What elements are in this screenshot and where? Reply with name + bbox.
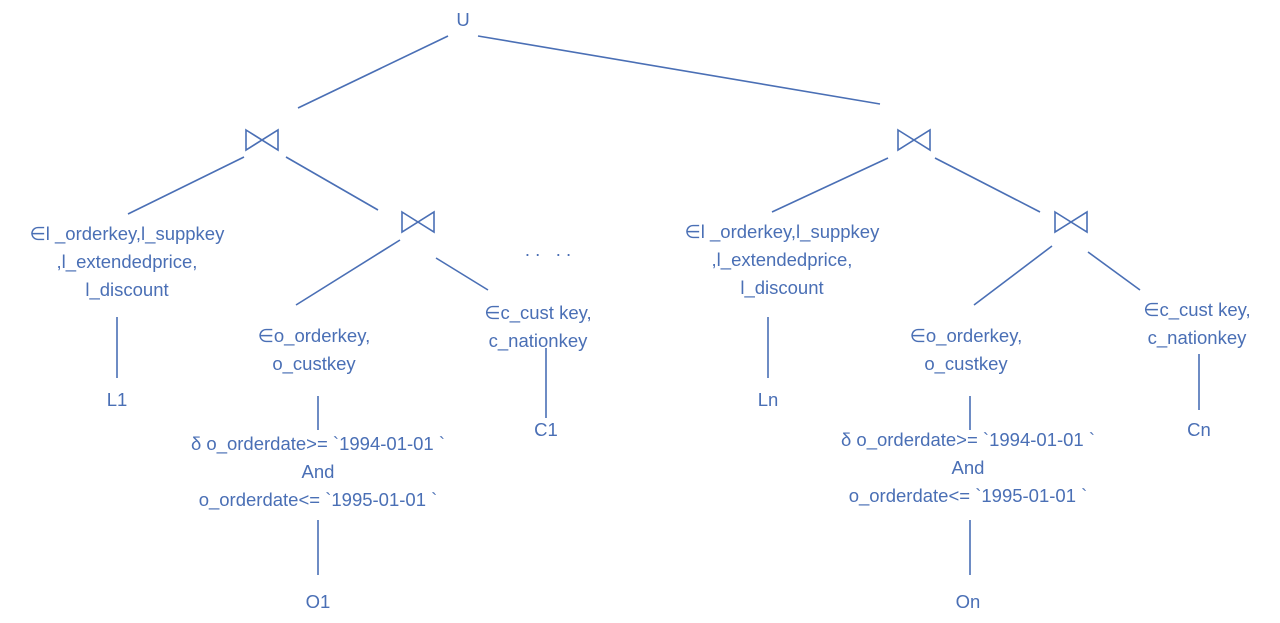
edge-root-left — [297, 35, 449, 109]
orders-selection: δ o_orderdate>= `1994-01-01 ` And o_orde… — [840, 429, 1096, 506]
edge-join4-customer — [1087, 251, 1141, 291]
orders-projection: ∈o_orderkey, o_custkey — [257, 325, 371, 374]
customer-projection: ∈c_cust key, c_nationkey — [1143, 299, 1251, 348]
edge-join2-orders — [295, 239, 401, 306]
orders-selection: δ o_orderdate>= `1994-01-01 ` And o_orde… — [190, 433, 446, 510]
join-icon — [400, 210, 436, 234]
orders-table: O1 — [305, 591, 331, 612]
lineitem-table: Ln — [757, 389, 779, 410]
edge-join3-lineitem — [771, 157, 889, 213]
join-icon — [244, 128, 280, 152]
orders-projection: ∈o_orderkey, o_custkey — [909, 325, 1023, 374]
orders-table: On — [955, 591, 981, 612]
edge-join1-join2 — [285, 156, 379, 211]
edge-join2-customer — [435, 257, 489, 291]
lineitem-table: L1 — [106, 389, 128, 410]
edge-join3-join4 — [934, 157, 1041, 213]
edge-join1-lineitem — [127, 156, 245, 215]
edge-join4-orders — [973, 245, 1053, 306]
union-node: U — [456, 9, 470, 30]
customer-projection: ∈c_cust key, c_nationkey — [484, 302, 592, 351]
ellipsis: . . . . — [524, 239, 572, 260]
edge-root-right — [477, 35, 881, 105]
join-icon — [1053, 210, 1089, 234]
lineitem-projection: ∈l _orderkey,l_suppkey ,l_extendedprice,… — [29, 223, 225, 300]
lineitem-projection: ∈l _orderkey,l_suppkey ,l_extendedprice,… — [684, 221, 880, 298]
customer-table: C1 — [534, 419, 558, 440]
customer-table: Cn — [1187, 419, 1211, 440]
join-icon — [896, 128, 932, 152]
